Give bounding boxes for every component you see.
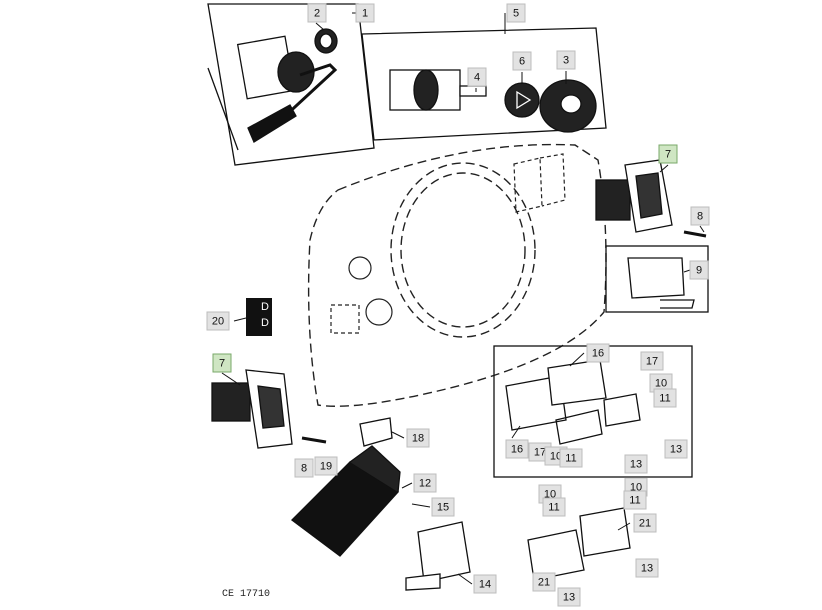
callout-6: 6 — [512, 51, 532, 71]
callout-label: 7 — [665, 149, 671, 161]
callout-label: 13 — [641, 563, 653, 575]
callout-label: 11 — [629, 495, 640, 507]
callout-8: 8 — [294, 458, 314, 478]
callout-19: 19 — [314, 456, 338, 476]
callout-13: 13 — [635, 558, 659, 578]
callout-label: 9 — [696, 265, 702, 277]
callout-11: 11 — [542, 497, 566, 517]
svg-text:D: D — [261, 301, 269, 313]
callout-9: 9 — [689, 260, 709, 280]
callout-label: 3 — [563, 55, 569, 67]
callout-label: 21 — [639, 518, 651, 530]
callout-label: 13 — [630, 459, 642, 471]
callout-17: 17 — [640, 351, 664, 371]
callout-label: 8 — [301, 463, 307, 475]
callout-label: 10 — [550, 451, 562, 463]
callout-21: 21 — [532, 572, 556, 592]
relay-box-16 — [493, 345, 693, 478]
switch-20: D D — [246, 298, 272, 336]
callout-label: 13 — [563, 592, 575, 604]
callout-label: 19 — [320, 461, 332, 473]
callout-14: 14 — [473, 574, 497, 594]
callout-label: 1 — [362, 8, 368, 20]
callout-label: 15 — [437, 502, 449, 514]
callout-label: 2 — [314, 8, 320, 20]
callout-label: 12 — [419, 478, 431, 490]
callout-13: 13 — [664, 439, 688, 459]
svg-text:D: D — [261, 317, 269, 329]
rocker-switch-top — [595, 159, 707, 238]
dashboard-panel — [307, 143, 607, 407]
leader-lines — [221, 12, 705, 585]
callout-label: 10 — [655, 378, 667, 390]
callout-label: 5 — [513, 8, 519, 20]
callout-label: 11 — [659, 393, 670, 405]
callout-label: 8 — [697, 211, 703, 223]
callout-11: 11 — [623, 490, 647, 510]
callout-2: 2 — [307, 3, 327, 23]
callout-18: 18 — [406, 428, 430, 448]
callout-13: 13 — [557, 587, 581, 607]
callout-20: 20 — [206, 311, 230, 331]
callout-5: 5 — [506, 3, 526, 23]
callout-21: 21 — [633, 513, 657, 533]
callout-label: 16 — [511, 444, 523, 456]
callout-7: 7 — [658, 144, 678, 164]
callout-4: 4 — [467, 67, 487, 87]
callout-12: 12 — [413, 473, 437, 493]
callout-label: 14 — [479, 579, 491, 591]
callout-1: 1 — [355, 3, 375, 23]
callout-label: 4 — [474, 72, 480, 84]
callout-11: 11 — [653, 388, 677, 408]
bottom-relays — [405, 507, 631, 591]
callout-11: 11 — [559, 448, 583, 468]
callout-8: 8 — [690, 206, 710, 226]
callout-label: 11 — [565, 453, 576, 465]
figure-code: CE 17710 — [222, 589, 270, 600]
callout-16: 16 — [505, 439, 529, 459]
callout-label: 6 — [519, 56, 525, 68]
switch-group-5 — [361, 27, 607, 141]
callout-7: 7 — [212, 353, 232, 373]
callout-label: 16 — [592, 348, 604, 360]
callout-label: 13 — [670, 444, 682, 456]
callout-label: 7 — [219, 358, 225, 370]
relay-box-9 — [605, 245, 709, 313]
callout-label: 17 — [534, 447, 546, 459]
rocker-switch-left — [211, 369, 327, 449]
callout-label: 17 — [646, 356, 658, 368]
callout-16: 16 — [586, 343, 610, 363]
callout-label: 18 — [412, 433, 424, 445]
callout-3: 3 — [556, 50, 576, 70]
callout-13: 13 — [624, 454, 648, 474]
relay-unit-19 — [291, 417, 401, 557]
dashboard-features — [330, 153, 566, 334]
callout-10: 10 — [649, 373, 673, 393]
lever-switch-group — [207, 3, 375, 166]
callout-15: 15 — [431, 497, 455, 517]
callout-label: 21 — [538, 577, 550, 589]
callout-label: 11 — [548, 502, 559, 514]
callout-label: 20 — [212, 316, 224, 328]
